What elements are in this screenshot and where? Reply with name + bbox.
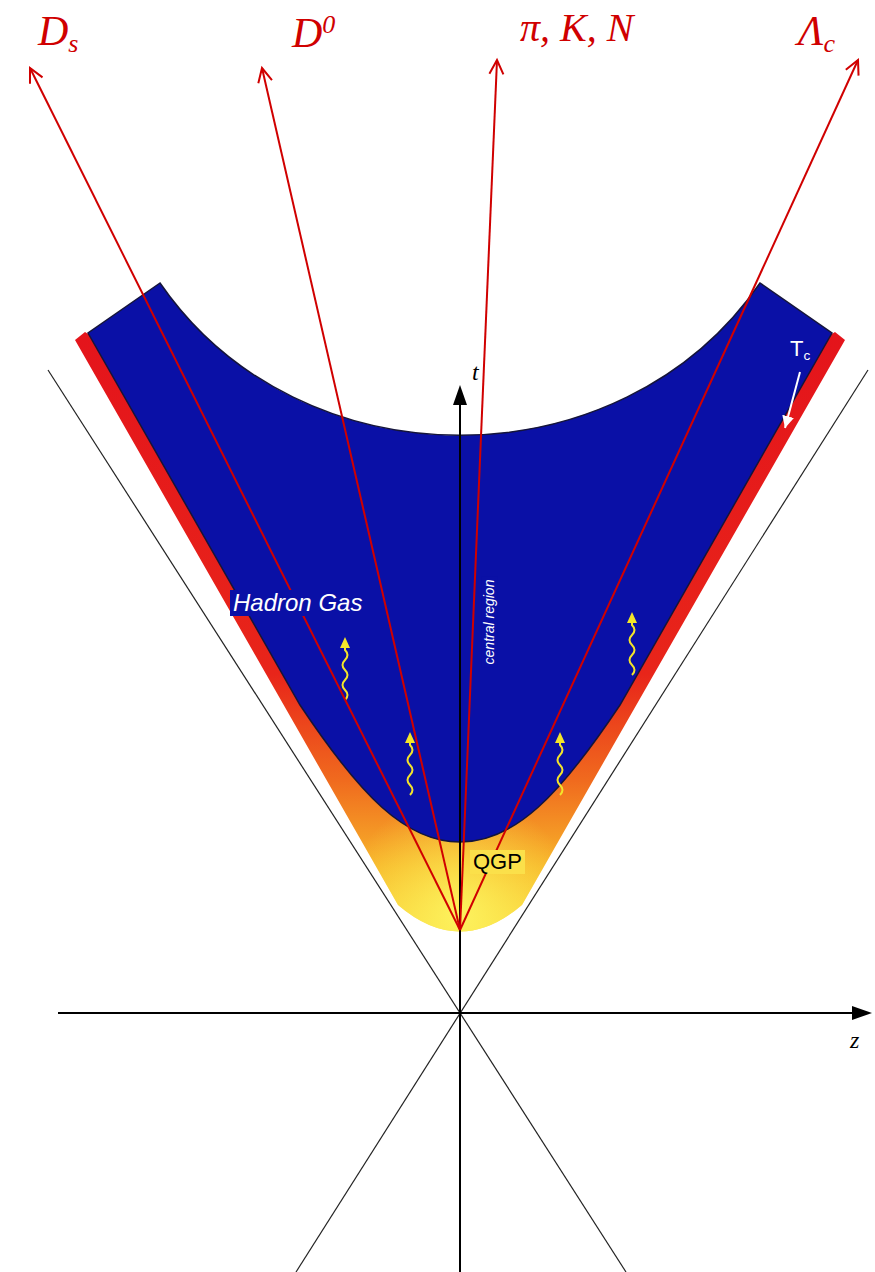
axis-label: t bbox=[472, 360, 479, 384]
region-label: central region bbox=[481, 577, 497, 668]
photon-arrow bbox=[627, 612, 637, 675]
temperature-label: Tc bbox=[790, 338, 810, 362]
particle-trajectory bbox=[460, 60, 858, 930]
z-axis bbox=[58, 1012, 856, 1014]
region-label: QGP bbox=[470, 850, 525, 874]
hadron-gas-band: Hadron Gas central region bbox=[80, 283, 840, 843]
region-label: Hadron Gas bbox=[230, 590, 365, 616]
particle-trajectory bbox=[460, 60, 497, 930]
particle-label: Λc bbox=[798, 10, 835, 57]
particle-label: D0 bbox=[292, 12, 335, 54]
qgp-band: QGP bbox=[380, 842, 540, 947]
particle-trajectory bbox=[30, 68, 460, 930]
axis-label: z bbox=[850, 1028, 859, 1052]
axis-arrow bbox=[453, 385, 467, 405]
particle-label: π, K, N bbox=[520, 8, 633, 48]
particle-trajectory bbox=[262, 68, 460, 930]
axis-arrow bbox=[852, 1006, 872, 1020]
t-axis bbox=[459, 402, 461, 1272]
photon-arrow bbox=[405, 732, 415, 795]
particle-label: Ds bbox=[38, 10, 78, 57]
photon-arrow bbox=[555, 732, 565, 795]
leader-line bbox=[785, 372, 800, 428]
